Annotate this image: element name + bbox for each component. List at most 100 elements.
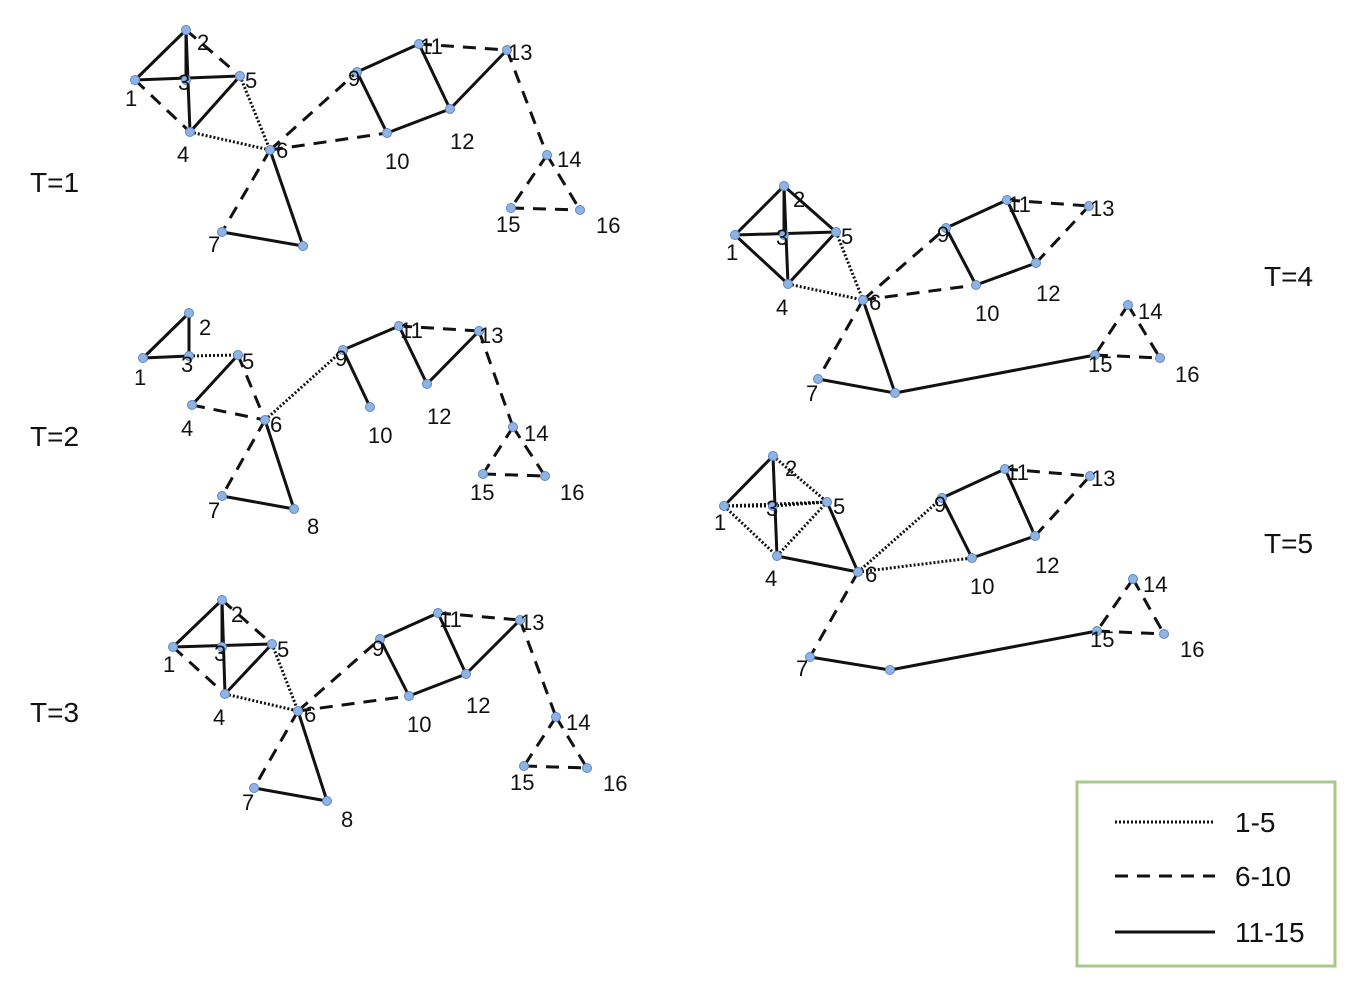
node-6 xyxy=(853,567,863,577)
node-6 xyxy=(293,706,303,716)
edge-solid xyxy=(268,149,305,247)
time-label: T=2 xyxy=(30,421,79,452)
node-label: 3 xyxy=(178,70,190,95)
edge-solid xyxy=(379,611,439,641)
node-label: 5 xyxy=(245,68,257,93)
edge-dashed xyxy=(808,571,860,658)
edge-dashed xyxy=(545,154,582,211)
edge-solid xyxy=(142,354,190,360)
edge-solid xyxy=(356,42,420,74)
node-13 xyxy=(474,326,484,336)
edge-dashed xyxy=(1131,578,1166,635)
edge-solid xyxy=(817,377,896,395)
node-10 xyxy=(365,402,375,412)
edge-solid xyxy=(386,107,451,135)
node-2 xyxy=(768,451,778,461)
node-label: 5 xyxy=(242,349,254,374)
node-2 xyxy=(779,181,789,191)
node-label: 9 xyxy=(335,346,347,371)
node-label: 14 xyxy=(524,421,548,446)
node-label: 11 xyxy=(400,318,423,343)
edge-dotted xyxy=(189,130,271,152)
node-15 xyxy=(478,469,488,479)
node-label: 14 xyxy=(557,147,581,172)
node-label: 3 xyxy=(766,496,778,521)
edge-dashed xyxy=(418,42,508,52)
node-label: 15 xyxy=(1088,352,1112,377)
edge-dotted xyxy=(857,496,943,574)
node-label: 10 xyxy=(407,712,431,737)
edge-dashed xyxy=(1094,353,1161,360)
node-16 xyxy=(1155,353,1165,363)
edge-dotted xyxy=(787,282,864,302)
edge-dashed xyxy=(522,716,558,767)
node-label: 3 xyxy=(181,352,193,377)
edge-dashed xyxy=(816,299,865,380)
edge-dashed xyxy=(297,637,381,713)
edge-solid xyxy=(221,494,295,511)
node-label: 4 xyxy=(776,295,788,320)
node-label: 9 xyxy=(372,636,384,661)
node-15 xyxy=(1092,626,1102,636)
edge-dotted xyxy=(834,231,865,301)
node-label: 7 xyxy=(208,232,220,257)
edge-solid xyxy=(940,497,974,559)
edge-solid xyxy=(825,501,860,573)
node-label: 12 xyxy=(427,404,451,429)
node-label: 12 xyxy=(466,693,490,718)
edge-solid xyxy=(221,230,304,248)
legend: 1-5 6-10 11-15 xyxy=(1075,780,1337,968)
node-label: 11 xyxy=(439,607,462,632)
edge-dashed xyxy=(1095,578,1135,632)
node-11 xyxy=(433,608,443,618)
edge-dashed xyxy=(554,716,589,769)
time-label: T=5 xyxy=(1264,528,1313,559)
edge-solid xyxy=(722,454,775,508)
node-label: 15 xyxy=(1090,627,1114,652)
node-label: 15 xyxy=(496,212,520,237)
node-13 xyxy=(1085,471,1095,481)
edge-dashed xyxy=(185,28,241,78)
node-7 xyxy=(217,491,227,501)
node-label: 11 xyxy=(1008,192,1031,217)
node-8 xyxy=(298,241,308,251)
edge-dashed xyxy=(133,78,192,134)
node-label: 5 xyxy=(841,224,853,249)
legend-label-solid: 11-15 xyxy=(1235,917,1305,948)
node-12 xyxy=(461,669,471,679)
node-label: 7 xyxy=(242,790,254,815)
edge-dashed xyxy=(518,619,558,718)
node-4 xyxy=(772,551,782,561)
node-5 xyxy=(831,227,841,237)
node-2 xyxy=(181,25,191,35)
node-16 xyxy=(1159,629,1169,639)
edge-solid xyxy=(171,598,224,649)
node-7 xyxy=(217,227,227,237)
node-label: 6 xyxy=(304,702,316,727)
edge-dotted xyxy=(722,504,779,558)
node-label: 4 xyxy=(177,142,189,167)
node-2 xyxy=(217,595,227,605)
node-label: 1 xyxy=(163,652,175,677)
edge-dashed xyxy=(252,710,300,789)
node-label: 4 xyxy=(765,566,777,591)
node-label: 13 xyxy=(520,610,544,635)
edge-solid xyxy=(464,618,522,676)
edge-dotted xyxy=(188,353,239,358)
edge-dashed xyxy=(862,283,977,302)
node-label: 10 xyxy=(368,423,392,448)
edge-dashed xyxy=(511,426,547,477)
edge-solid xyxy=(971,534,1036,560)
node-label: 6 xyxy=(270,412,282,437)
edge-solid xyxy=(188,75,242,133)
node-5 xyxy=(235,71,245,81)
edge-solid xyxy=(733,233,790,286)
node-4 xyxy=(783,279,793,289)
edge-solid xyxy=(253,786,328,803)
node-1 xyxy=(168,642,178,652)
node-label: 12 xyxy=(450,129,474,154)
node-1 xyxy=(138,353,148,363)
edge-solid xyxy=(975,261,1037,287)
